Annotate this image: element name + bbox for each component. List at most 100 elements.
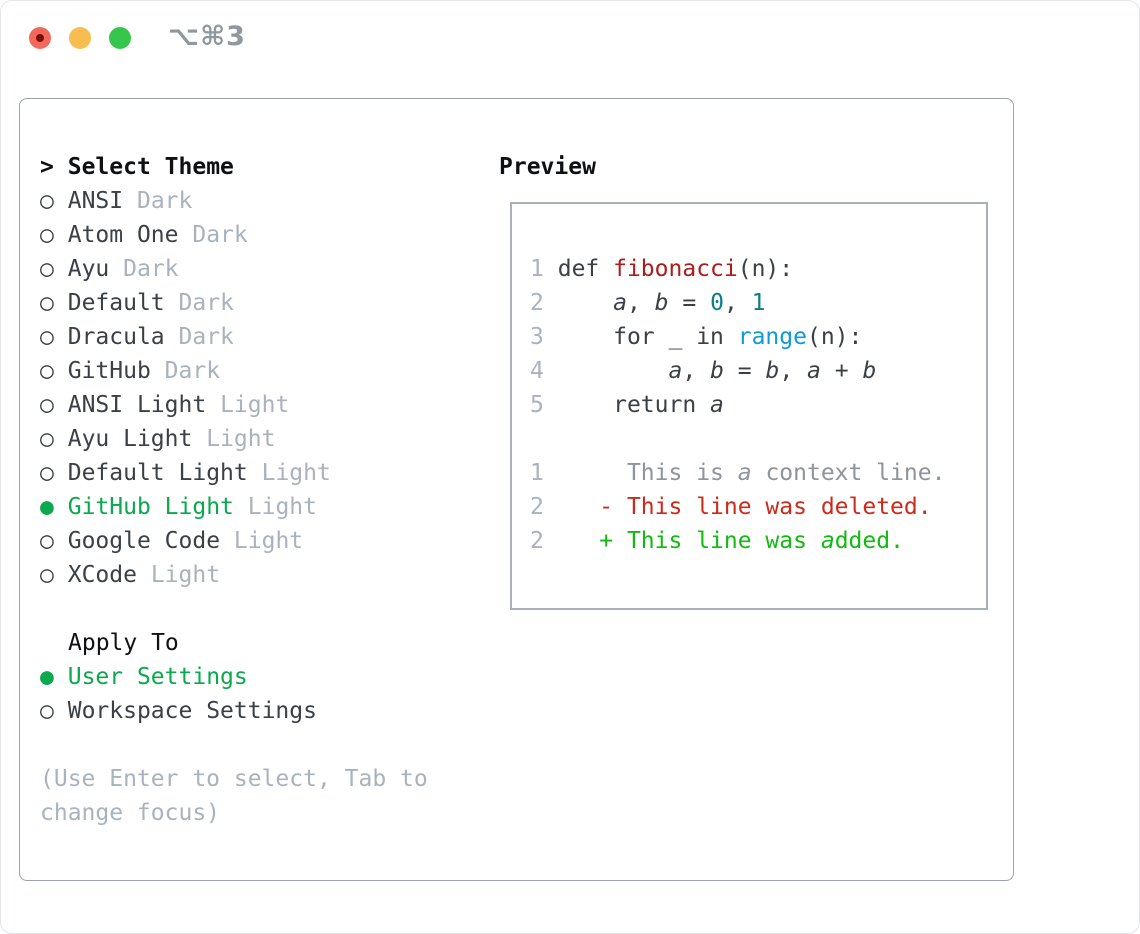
theme-name: Dracula — [67, 324, 165, 350]
code-segment: fibonacci — [613, 256, 738, 282]
close-button[interactable] — [29, 27, 51, 49]
theme-option-xcode[interactable]: ○ XCode Light — [40, 558, 428, 592]
apply-option-user-settings[interactable]: ● User Settings — [40, 660, 428, 694]
theme-name: Google Code — [67, 528, 221, 554]
code-segment: (n): — [806, 324, 863, 350]
code-segment: + — [820, 358, 863, 384]
code-line: 2 - This line was deleted. — [530, 490, 986, 524]
line-number: 4 — [530, 358, 544, 384]
apply-option-label: Workspace Settings — [67, 698, 317, 724]
radio-unselected-icon: ○ — [40, 188, 54, 214]
theme-variant: Dark — [178, 324, 234, 350]
radio-unselected-icon: ○ — [40, 324, 54, 350]
hint-text-line2: change focus) — [40, 800, 221, 826]
theme-picker-column: > Select Theme ○ ANSI Dark○ Atom One Dar… — [40, 150, 428, 830]
theme-name: XCode — [67, 562, 137, 588]
theme-option-atom-one[interactable]: ○ Atom One Dark — [40, 218, 428, 252]
line-number: 2 — [530, 290, 544, 316]
code-segment: b — [765, 358, 780, 384]
code-segment: , — [723, 290, 752, 316]
theme-name: ANSI Light — [67, 392, 207, 418]
radio-selected-icon: ● — [40, 494, 54, 520]
line-number: 5 — [530, 392, 544, 418]
theme-variant: Dark — [178, 290, 234, 316]
theme-variant: Light — [220, 392, 290, 418]
theme-variant: Light — [261, 460, 331, 486]
code-segment — [558, 358, 669, 384]
code-segment: b — [710, 358, 724, 384]
theme-option-ayu[interactable]: ○ Ayu Dark — [40, 252, 428, 286]
code-segment: dded. — [834, 528, 904, 554]
line-number: 1 — [530, 460, 544, 486]
code-segment: , — [682, 358, 711, 384]
theme-list: ○ ANSI Dark○ Atom One Dark○ Ayu Dark○ De… — [40, 184, 428, 592]
line-number: 2 — [530, 494, 544, 520]
theme-variant: Dark — [136, 188, 193, 214]
code-line: 5 return a — [530, 388, 986, 422]
code-segment: , — [626, 290, 655, 316]
minimize-button[interactable] — [69, 27, 91, 49]
radio-unselected-icon: ○ — [40, 528, 54, 554]
code-segment: a — [807, 358, 821, 384]
radio-unselected-icon: ○ — [40, 426, 54, 452]
code-segment: a — [668, 358, 683, 384]
theme-option-github[interactable]: ○ GitHub Dark — [40, 354, 428, 388]
code-line: 3 for _ in range(n): — [530, 320, 986, 354]
code-segment: (n): — [737, 256, 794, 282]
theme-option-google-code[interactable]: ○ Google Code Light — [40, 524, 428, 558]
apply-option-label: User Settings — [67, 664, 248, 690]
radio-unselected-icon: ○ — [40, 460, 54, 486]
code-line: 4 a, b = b, a + b — [530, 354, 986, 388]
theme-variant: Light — [206, 426, 276, 452]
window-title: ⌥⌘3 — [168, 21, 246, 52]
theme-variant: Dark — [123, 256, 179, 282]
theme-option-ayu-light[interactable]: ○ Ayu Light Light — [40, 422, 428, 456]
theme-option-default-light[interactable]: ○ Default Light Light — [40, 456, 428, 490]
theme-variant: Dark — [164, 358, 221, 384]
theme-name: Atom One — [67, 222, 179, 248]
theme-option-ansi[interactable]: ○ ANSI Dark — [40, 184, 428, 218]
code-segment: def — [557, 256, 614, 282]
theme-name: Ayu — [67, 256, 110, 282]
select-theme-heading-label: Select Theme — [67, 154, 234, 180]
code-segment: This is — [557, 460, 738, 486]
code-segment: b — [654, 290, 669, 316]
radio-unselected-icon: ○ — [40, 290, 54, 316]
zoom-button[interactable] — [109, 27, 131, 49]
theme-option-github-light[interactable]: ● GitHub Light Light — [40, 490, 428, 524]
code-line — [530, 422, 986, 456]
code-segment: a — [613, 290, 627, 316]
apply-to-list: ● User Settings○ Workspace Settings — [40, 660, 428, 728]
titlebar: ⌥⌘3 — [1, 1, 1139, 73]
theme-name: Default — [67, 290, 165, 316]
spacer — [40, 728, 428, 762]
radio-unselected-icon: ○ — [40, 358, 54, 384]
theme-name: ANSI — [67, 188, 124, 214]
theme-variant: Dark — [192, 222, 248, 248]
radio-selected-icon: ● — [40, 664, 54, 690]
theme-option-dracula[interactable]: ○ Dracula Dark — [40, 320, 428, 354]
theme-variant: Light — [233, 528, 304, 554]
preview-box: 1 def fibonacci(n): 2 a, b = 0, 1 3 for _ … — [510, 202, 988, 610]
code-segment: = — [668, 290, 711, 316]
theme-option-default[interactable]: ○ Default Dark — [40, 286, 428, 320]
line-number: 3 — [530, 324, 544, 350]
code-segment: a — [820, 528, 835, 554]
radio-unselected-icon: ○ — [40, 562, 54, 588]
code-line: 2 + This line was added. — [530, 524, 986, 558]
radio-unselected-icon: ○ — [40, 222, 54, 248]
apply-option-workspace-settings[interactable]: ○ Workspace Settings — [40, 694, 428, 728]
traffic-lights — [29, 27, 131, 49]
code-segment: , — [779, 358, 808, 384]
select-theme-heading: > Select Theme — [40, 150, 428, 184]
spacer — [40, 592, 428, 626]
code-segment: 0 — [710, 290, 724, 316]
code-line: 1 def fibonacci(n): — [530, 252, 986, 286]
hint-text-line1: (Use Enter to select, Tab to — [40, 766, 428, 792]
theme-name: Ayu Light — [67, 426, 193, 452]
code-line: 1 This is a context line. — [530, 456, 986, 490]
theme-option-ansi-light[interactable]: ○ ANSI Light Light — [40, 388, 428, 422]
code-segment: a — [737, 460, 752, 486]
theme-name: GitHub — [67, 358, 151, 384]
code-segment: a — [710, 392, 724, 418]
